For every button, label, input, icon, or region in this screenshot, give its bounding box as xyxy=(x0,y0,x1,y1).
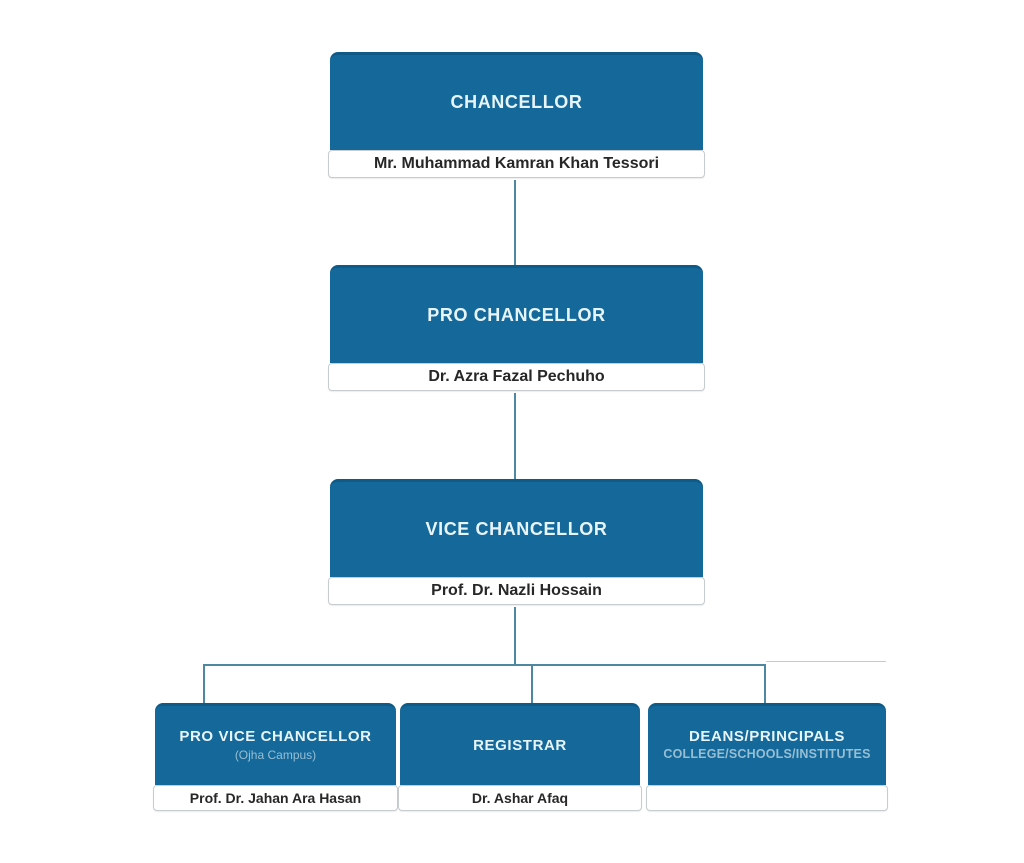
org-node-chancellor-header: CHANCELLOR xyxy=(330,52,703,150)
org-node-chancellor: CHANCELLOR Mr. Muhammad Kamran Khan Tess… xyxy=(328,52,705,178)
org-node-registrar-name-strip: Dr. Ashar Afaq xyxy=(398,785,642,811)
org-node-pro-vice-chancellor-subtitle: (Ojha Campus) xyxy=(234,747,317,762)
org-node-vice-chancellor: VICE CHANCELLOR Prof. Dr. Nazli Hossain xyxy=(328,479,705,605)
org-node-chancellor-title: CHANCELLOR xyxy=(450,92,583,113)
org-node-pro-chancellor-name: Dr. Azra Fazal Pechuho xyxy=(428,368,605,385)
connector-faint-right-extension xyxy=(766,661,886,662)
connector-chancellor-to-pro-chancellor xyxy=(514,180,516,265)
org-node-pro-vice-chancellor-name: Prof. Dr. Jahan Ara Hasan xyxy=(189,790,362,806)
connector-drop-pro-vice-chancellor xyxy=(203,666,205,703)
org-node-pro-vice-chancellor: PRO VICE CHANCELLOR (Ojha Campus) Prof. … xyxy=(153,703,398,811)
org-node-pro-vice-chancellor-title: PRO VICE CHANCELLOR xyxy=(179,728,372,746)
org-node-vice-chancellor-header: VICE CHANCELLOR xyxy=(330,479,703,577)
org-node-pro-chancellor-name-strip: Dr. Azra Fazal Pechuho xyxy=(328,363,705,391)
org-node-pro-chancellor-title: PRO CHANCELLOR xyxy=(427,305,606,326)
org-node-pro-chancellor-header: PRO CHANCELLOR xyxy=(330,265,703,363)
org-node-registrar: REGISTRAR Dr. Ashar Afaq xyxy=(398,703,642,811)
org-node-vice-chancellor-name-strip: Prof. Dr. Nazli Hossain xyxy=(328,577,705,605)
org-node-registrar-name: Dr. Ashar Afaq xyxy=(471,790,569,806)
org-node-pro-vice-chancellor-name-strip: Prof. Dr. Jahan Ara Hasan xyxy=(153,785,398,811)
connector-pro-chancellor-to-vice-chancellor xyxy=(514,393,516,479)
org-node-vice-chancellor-title: VICE CHANCELLOR xyxy=(425,519,608,540)
connector-drop-registrar xyxy=(531,666,533,703)
org-node-deans-principals: DEANS/PRINCIPALS COLLEGE/SCHOOLS/INSTITU… xyxy=(646,703,888,811)
org-node-registrar-title: REGISTRAR xyxy=(473,736,567,754)
connector-branch-horizontal xyxy=(203,664,766,666)
org-node-pro-chancellor: PRO CHANCELLOR Dr. Azra Fazal Pechuho xyxy=(328,265,705,391)
org-node-deans-principals-title: DEANS/PRINCIPALS xyxy=(688,728,845,746)
org-node-chancellor-name: Mr. Muhammad Kamran Khan Tessori xyxy=(373,155,660,172)
org-node-vice-chancellor-name: Prof. Dr. Nazli Hossain xyxy=(431,582,602,599)
org-node-chancellor-name-strip: Mr. Muhammad Kamran Khan Tessori xyxy=(328,150,705,178)
org-node-deans-principals-name-strip xyxy=(646,785,888,811)
org-node-deans-principals-subtitle: COLLEGE/SCHOOLS/INSTITUTES xyxy=(663,747,871,762)
connector-drop-deans-principals xyxy=(764,666,766,703)
org-node-pro-vice-chancellor-header: PRO VICE CHANCELLOR (Ojha Campus) xyxy=(155,703,396,785)
connector-vice-chancellor-to-branch xyxy=(514,607,516,665)
org-node-deans-principals-header: DEANS/PRINCIPALS COLLEGE/SCHOOLS/INSTITU… xyxy=(648,703,886,785)
org-node-registrar-header: REGISTRAR xyxy=(400,703,640,785)
